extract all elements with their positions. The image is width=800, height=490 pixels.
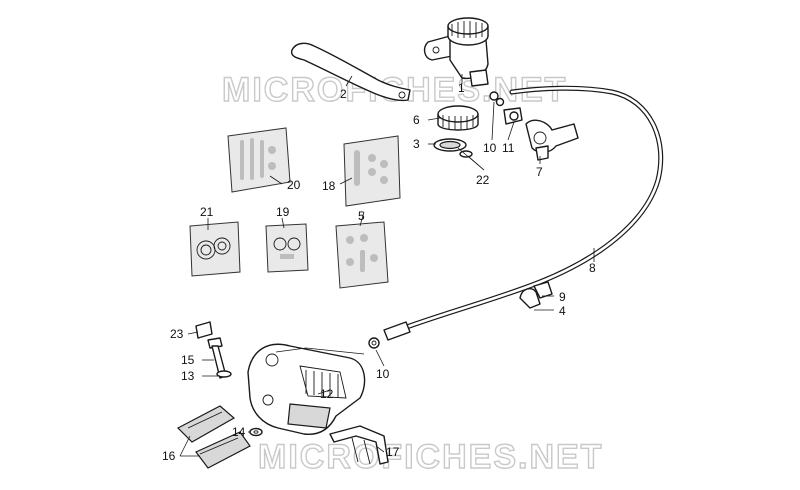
callout-14: 14 xyxy=(232,425,246,439)
part-brake-hose[interactable] xyxy=(368,85,664,349)
callout-9: 9 xyxy=(559,290,566,304)
callout-17: 17 xyxy=(386,445,400,459)
callout-4: 4 xyxy=(559,304,566,318)
callout-15: 15 xyxy=(181,353,195,367)
part-kit-bag-18[interactable] xyxy=(343,135,401,207)
callout-23: 23 xyxy=(170,327,184,341)
callout-19: 19 xyxy=(276,205,290,219)
part-brake-lever[interactable] xyxy=(290,42,411,102)
callout-21: 21 xyxy=(200,205,214,219)
callout-3: 3 xyxy=(413,137,420,151)
callout-20: 20 xyxy=(287,178,301,192)
part-washer[interactable] xyxy=(249,427,263,437)
watermark-bottom: MICROFICHES.NET xyxy=(258,438,603,476)
part-kit-bag-19[interactable] xyxy=(265,223,309,273)
part-pad-spring[interactable] xyxy=(329,425,389,465)
callout-10-bottom: 10 xyxy=(376,367,390,381)
part-brake-caliper[interactable] xyxy=(247,343,366,435)
callout-13: 13 xyxy=(181,369,195,383)
callout-6: 6 xyxy=(413,113,420,127)
part-brake-pads[interactable] xyxy=(176,405,251,469)
part-reservoir-cap[interactable] xyxy=(437,105,479,131)
part-kit-bag-21[interactable] xyxy=(189,221,241,277)
part-kit-bag-5[interactable] xyxy=(335,221,389,289)
part-hose-clip[interactable] xyxy=(519,281,553,309)
part-caliper-bolt[interactable] xyxy=(195,321,232,379)
callout-8: 8 xyxy=(589,261,596,275)
part-banjo-fittings[interactable] xyxy=(489,91,523,125)
callout-labels: 1 2 3 4 5 6 7 8 9 10 10 11 12 13 14 15 1… xyxy=(162,81,596,463)
leader-lines xyxy=(179,74,595,457)
callout-5: 5 xyxy=(358,209,365,223)
callout-10-top: 10 xyxy=(483,141,497,155)
part-master-cylinder[interactable] xyxy=(423,17,489,87)
part-kit-bag-20[interactable] xyxy=(227,127,291,193)
callout-12: 12 xyxy=(320,387,334,401)
part-brake-switch[interactable] xyxy=(525,119,579,161)
callout-11: 11 xyxy=(502,141,515,155)
callout-1: 1 xyxy=(458,81,465,95)
callout-7: 7 xyxy=(536,165,543,179)
callout-16: 16 xyxy=(162,449,176,463)
callout-2: 2 xyxy=(340,87,347,101)
callout-18: 18 xyxy=(322,179,336,193)
part-reservoir-seal[interactable] xyxy=(433,138,473,158)
callout-22: 22 xyxy=(476,173,490,187)
